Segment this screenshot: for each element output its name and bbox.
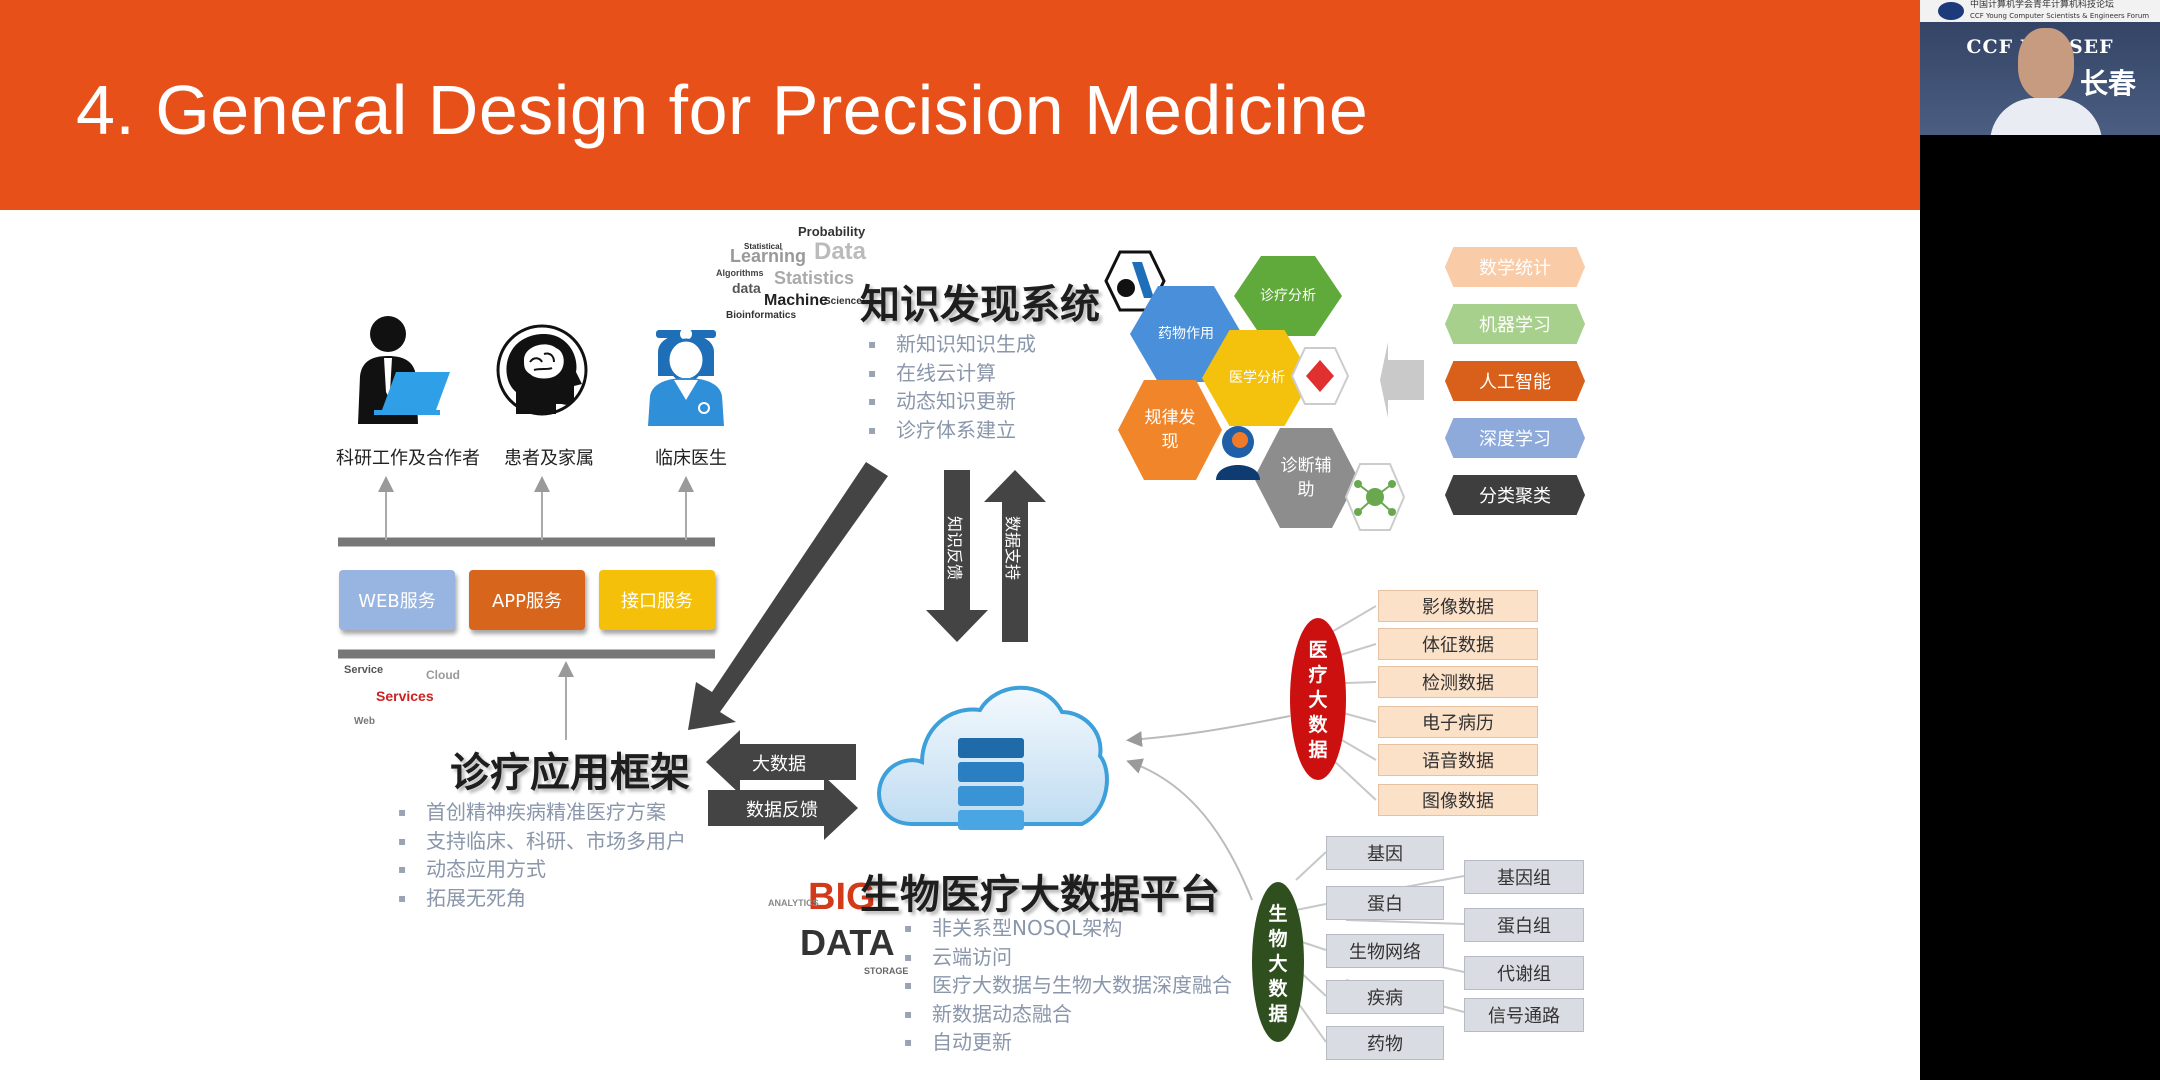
medical-data-item: 体征数据 [1378, 628, 1538, 660]
user-label-researcher: 科研工作及合作者 [336, 448, 480, 469]
bio-data-item: 蛋白组 [1464, 908, 1584, 942]
user-label-patient: 患者及家属 [504, 448, 594, 469]
platform-bullets: 非关系型NOSQL架构 云端访问 医疗大数据与生物大数据深度融合 新数据动态融合… [902, 914, 1232, 1057]
knowledge-feedback-arrow [926, 470, 988, 642]
medical-data-ellipse [1290, 618, 1346, 780]
hex-diagnosis-analysis: 诊疗分析 [1234, 256, 1342, 336]
big-data-arrow [706, 730, 856, 794]
framework-bullets: 首创精神疾病精准医疗方案 支持临床、科研、市场多用户 动态应用方式 拓展无死角 [396, 798, 686, 912]
list-item: 医疗大数据与生物大数据深度融合 [902, 971, 1232, 1000]
bio-data-item: 疾病 [1326, 980, 1444, 1014]
app-service-button[interactable]: APP服务 [469, 570, 585, 630]
list-item: 非关系型NOSQL架构 [902, 914, 1232, 943]
method-classification-clustering: 分类聚类 [1445, 475, 1585, 515]
list-item: 新知识知识生成 [866, 330, 1036, 359]
list-item: 支持临床、科研、市场多用户 [396, 827, 686, 856]
platform-word-cloud: BIG DATA STORAGE ANALYTICS [768, 876, 909, 976]
bio-data-item: 生物网络 [1326, 934, 1444, 968]
data-feedback-arrow [708, 776, 858, 840]
list-item: 自动更新 [902, 1028, 1232, 1057]
custom-interface-arrow [688, 462, 888, 730]
forum-city: 长春 [2080, 67, 2137, 100]
list-item: 在线云计算 [866, 359, 1036, 388]
list-item: 拓展无死角 [396, 884, 686, 913]
big-data-label: 大数据 [752, 754, 806, 775]
list-item: 云端访问 [902, 943, 1232, 972]
brain-head-icon [496, 324, 588, 416]
bio-data-item: 基因组 [1464, 860, 1584, 894]
medical-data-item: 影像数据 [1378, 590, 1538, 622]
bio-data-item: 代谢组 [1464, 956, 1584, 990]
method-artificial-intelligence: 人工智能 [1445, 361, 1585, 401]
hex-head-icon [1216, 426, 1260, 480]
bio-data-ellipse [1252, 882, 1304, 1042]
bio-data-item: 药物 [1326, 1026, 1444, 1060]
platform-title: 生物医疗大数据平台 [860, 872, 1220, 918]
bio-data-label: 生 物 大 数 据 [1268, 903, 1288, 1025]
hex-cube-icon [1290, 347, 1350, 405]
medical-data-item: 检测数据 [1378, 666, 1538, 698]
hex-rule-discovery: 规律发 现 [1118, 380, 1222, 480]
hex-network-icon [1344, 463, 1406, 531]
framework-word-cloud: Services Service Cloud Web [344, 664, 460, 727]
knowledge-feedback-label: 知识反馈 [945, 516, 964, 581]
doctor-icon [648, 328, 724, 426]
speaker-face [2018, 28, 2074, 100]
list-item: 诊疗体系建立 [866, 416, 1036, 445]
connector-layer [338, 342, 1465, 1043]
list-item: 首创精神疾病精准医疗方案 [396, 798, 686, 827]
slide: 4. General Design for Precision Medicine [0, 0, 1920, 1080]
page-title: 4. General Design for Precision Medicine [76, 71, 1369, 149]
forum-header: 中国计算机学会青年计算机科技论坛 CCF Young Computer Scie… [1920, 0, 2160, 22]
list-item: 新数据动态融合 [902, 1000, 1232, 1029]
method-deep-learning: 深度学习 [1445, 418, 1585, 458]
medical-data-item: 图像数据 [1378, 784, 1538, 816]
data-support-label: 数据支持 [1003, 516, 1022, 581]
cloud-database-icon [877, 685, 1109, 830]
data-feedback-label: 数据反馈 [746, 800, 818, 821]
knowledge-word-cloud: Probability Learning Data Statistics Alg… [716, 224, 867, 321]
speaker-video-feed[interactable]: 中国计算机学会青年计算机科技论坛 CCF Young Computer Scie… [1920, 0, 2160, 135]
method-math-statistics: 数学统计 [1445, 247, 1585, 287]
list-item: 动态知识更新 [866, 387, 1036, 416]
bio-data-item: 蛋白 [1326, 886, 1444, 920]
methods-arrow [1380, 342, 1424, 418]
ccf-logo-icon [1938, 2, 1964, 20]
medical-data-item: 语音数据 [1378, 744, 1538, 776]
researcher-laptop-icon [358, 316, 450, 424]
hex-diagnosis-assist: 诊断辅 助 [1254, 428, 1358, 528]
method-machine-learning: 机器学习 [1445, 304, 1585, 344]
interface-service-button[interactable]: 接口服务 [599, 570, 715, 630]
list-item: 动态应用方式 [396, 855, 686, 884]
framework-title: 诊疗应用框架 [450, 750, 690, 796]
bio-data-item: 基因 [1326, 836, 1444, 870]
knowledge-bullets: 新知识知识生成 在线云计算 动态知识更新 诊疗体系建立 [866, 330, 1036, 444]
knowledge-system-title: 知识发现系统 [860, 282, 1100, 328]
data-support-arrow [984, 470, 1046, 642]
speaker-torso [1990, 98, 2102, 135]
user-label-doctor: 临床医生 [655, 448, 727, 469]
title-banner [0, 0, 1920, 210]
web-service-button[interactable]: WEB服务 [339, 570, 455, 630]
medical-data-item: 电子病历 [1378, 706, 1538, 738]
medical-data-label: 医 疗 大 数 据 [1308, 639, 1328, 761]
bio-data-item: 信号通路 [1464, 998, 1584, 1032]
